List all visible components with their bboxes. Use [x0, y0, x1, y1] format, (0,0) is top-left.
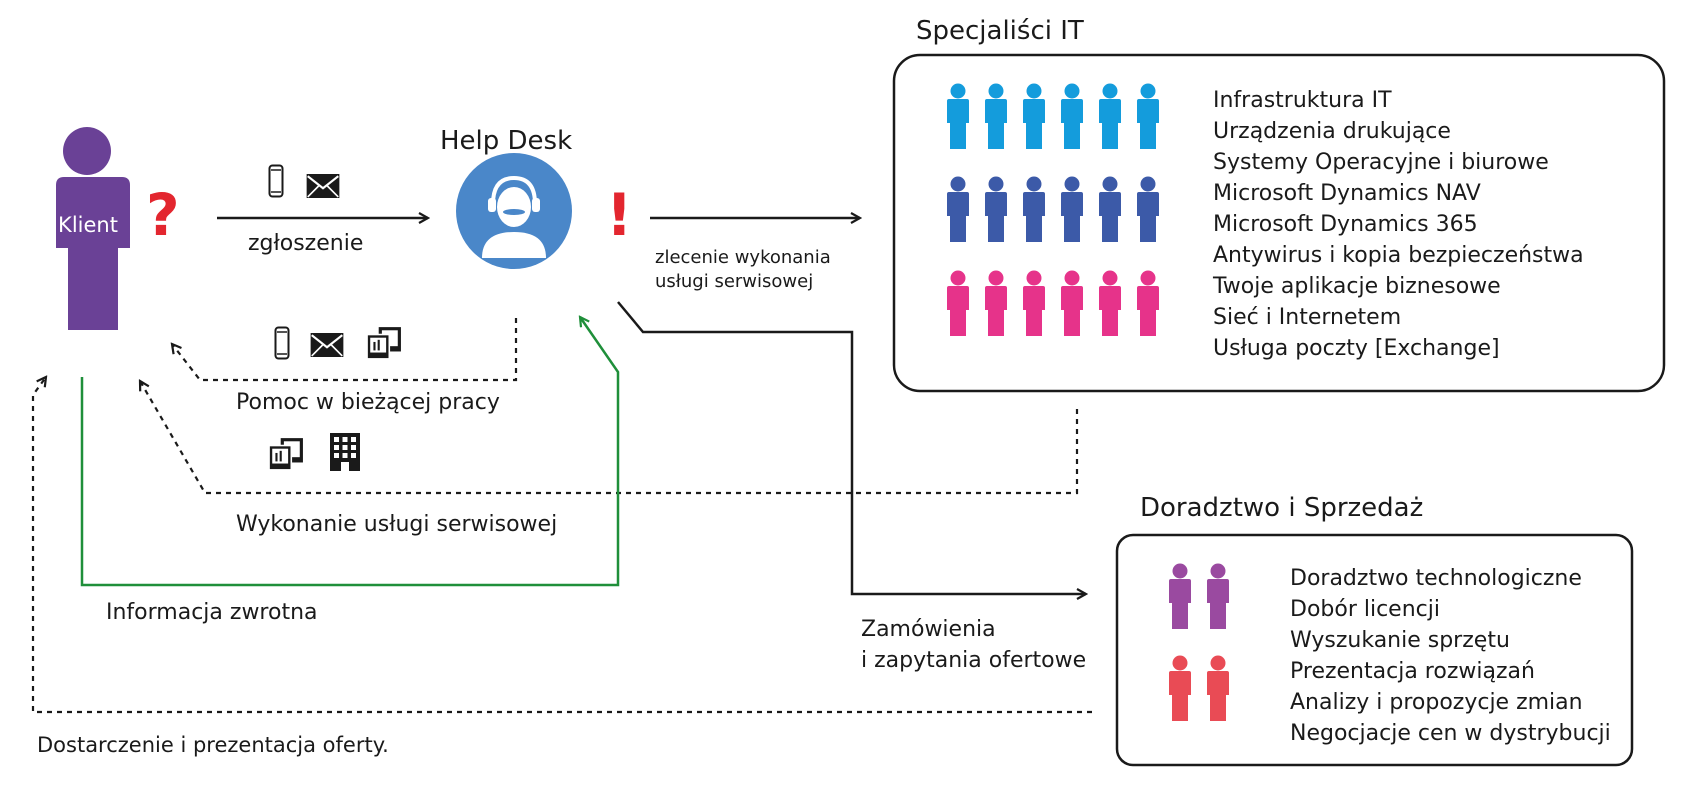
specialists-item: Antywirus i kopia bezpieczeństwa [1213, 243, 1584, 268]
specialists-item: Microsoft Dynamics NAV [1213, 181, 1481, 206]
service-order-label: zlecenie wykonania usługi serwisowej [655, 246, 831, 294]
advisory-item: Wyszukanie sprzętu [1290, 628, 1510, 653]
specialists-list: Infrastruktura IT Urządzenia drukujące S… [1213, 85, 1584, 364]
specialists-item: Sieć i Internetem [1213, 305, 1402, 330]
building-icon [330, 433, 360, 471]
advisory-title: Doradztwo i Sprzedaż [1140, 493, 1424, 523]
specialists-title: Specjaliści IT [916, 16, 1084, 46]
orders-arrow [617, 301, 1086, 594]
orders-line-1: Zamówienia [861, 617, 996, 642]
specialists-item: Twoje aplikacje biznesowe [1213, 274, 1501, 299]
offer-label: Dostarczenie i prezentacja oferty. [37, 733, 389, 757]
headset-person-icon [482, 175, 546, 258]
specialists-item: Urządzenia drukujące [1213, 119, 1451, 144]
question-mark: ? [146, 181, 180, 249]
help-label: Pomoc w bieżącej pracy [236, 390, 500, 415]
advisory-people [1169, 563, 1229, 721]
specialists-row-1 [947, 83, 1159, 149]
service-order-line-2: usługi serwisowej [655, 271, 814, 292]
client-figure [56, 127, 130, 330]
mail-icon [310, 333, 344, 357]
feedback-line [80, 317, 620, 587]
specialists-item: Infrastruktura IT [1213, 88, 1392, 113]
advisory-row-2 [1169, 655, 1229, 721]
client-head [63, 127, 111, 175]
specialists-item: Systemy Operacyjne i biurowe [1213, 150, 1549, 175]
specialists-row-2 [947, 176, 1159, 242]
client-body [56, 177, 130, 330]
phone-icon [274, 326, 290, 360]
advisory-item: Negocjacje cen w dystrybucji [1290, 721, 1611, 746]
remote-desktop-icon [366, 326, 402, 360]
orders-label: Zamówienia i zapytania ofertowe [861, 614, 1086, 676]
advisory-list: Doradztwo technologiczne Dobór licencji … [1290, 563, 1611, 749]
request-label: zgłoszenie [248, 231, 364, 256]
advisory-row-1 [1169, 563, 1229, 629]
service-execution-arrow [140, 381, 1079, 495]
specialists-box [892, 53, 1666, 393]
advisory-item: Analizy i propozycje zmian [1290, 690, 1583, 715]
service-order-line-1: zlecenie wykonania [655, 247, 831, 268]
help-return-arrow [172, 318, 518, 382]
helpdesk-avatar [456, 153, 572, 269]
specialists-item: Microsoft Dynamics 365 [1213, 212, 1478, 237]
phone-icon [268, 164, 284, 198]
service-execution-label: Wykonanie usługi serwisowej [236, 512, 558, 537]
specialists-row-3 [947, 270, 1159, 336]
exclamation-mark: ! [606, 181, 633, 249]
specialists-people [947, 83, 1159, 336]
advisory-box [1115, 533, 1634, 767]
remote-desktop-icon [268, 437, 304, 471]
client-label: Klient [58, 213, 118, 237]
advisory-item: Prezentacja rozwiązań [1290, 659, 1535, 684]
helpdesk-title: Help Desk [440, 126, 573, 156]
advisory-item: Dobór licencji [1290, 597, 1440, 622]
advisory-item: Doradztwo technologiczne [1290, 566, 1582, 591]
feedback-label: Informacja zwrotna [106, 600, 318, 625]
mail-icon [306, 174, 340, 198]
specialists-item: Usługa poczty [Exchange] [1213, 336, 1500, 361]
orders-line-2: i zapytania ofertowe [861, 648, 1087, 673]
